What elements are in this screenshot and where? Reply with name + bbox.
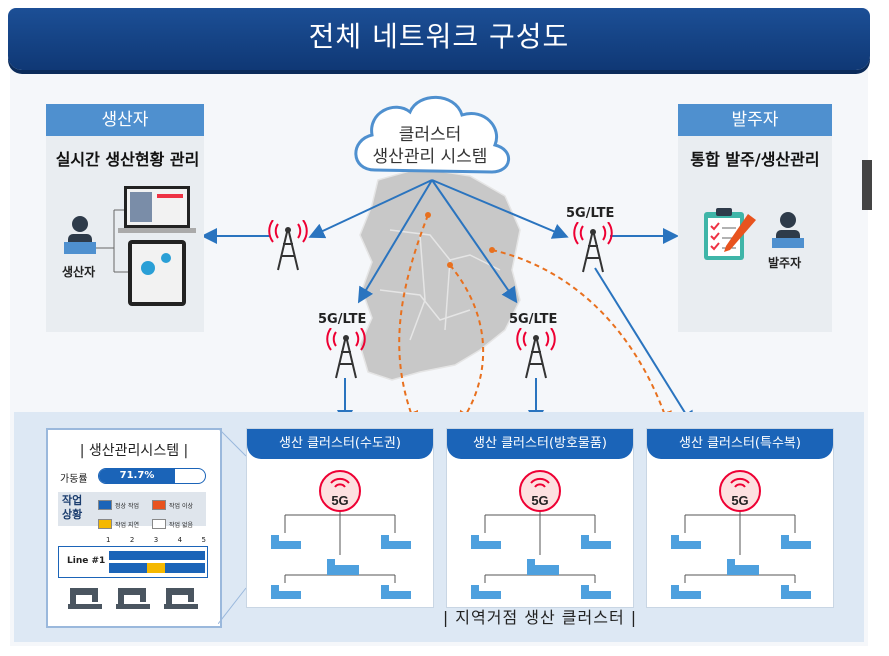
legend-swatch <box>152 519 166 529</box>
orderer-person-icon <box>772 212 804 248</box>
line-columns: 1 2 3 4 5 <box>106 536 206 544</box>
cloud-icon <box>354 95 510 174</box>
orderer-header: 발주자 <box>678 104 832 136</box>
korea-map <box>359 167 521 381</box>
rate-bar: 71.7% <box>98 468 206 484</box>
cluster-card: 생산 클러스터(수도권) 5G <box>246 428 434 608</box>
orderer-subtitle: 통합 발주/생산관리 <box>690 150 820 169</box>
cluster-header: 생산 클러스터(특수복) <box>647 429 833 459</box>
legend-item: 정상 작업 <box>98 498 152 512</box>
legend-item: 작업 없음 <box>152 517 206 531</box>
producer-devices-icon <box>64 186 196 306</box>
svg-text:5G: 5G <box>731 493 748 508</box>
antenna-label-mid-right: 5G/LTE <box>509 312 558 327</box>
system-title: | 생산관리시스템 | <box>79 443 189 459</box>
edge-marker <box>862 160 872 210</box>
antenna-icon <box>516 328 556 379</box>
svg-text:5G: 5G <box>331 493 348 508</box>
legend-label: 정상 작업 <box>115 502 139 510</box>
factory-network-icon: 5G <box>671 470 811 599</box>
cluster-card: 생산 클러스터(방호물품) 5G <box>446 428 634 608</box>
line-label: Line #1 <box>67 556 106 566</box>
line-table: Line #1 <box>58 546 208 578</box>
rate-bar-fill: 71.7% <box>99 469 175 483</box>
cluster-header: 생산 클러스터(수도권) <box>247 429 433 459</box>
legend-item: 작업 이상 <box>152 498 206 512</box>
connector-lines <box>218 428 247 624</box>
column-number: 2 <box>129 536 135 544</box>
antenna-label-mid-left: 5G/LTE <box>318 312 367 327</box>
cluster-card: 생산 클러스터(특수복) 5G <box>646 428 834 608</box>
page-title: 전체 네트워크 구성도 <box>8 8 870 70</box>
cloud-label-2: 생산관리 시스템 <box>372 147 488 167</box>
cloud-label-1: 클러스터 <box>398 125 462 145</box>
clipboard-icon <box>704 208 756 260</box>
rate-label: 가동률 <box>60 474 88 485</box>
legend-label: 작업 없음 <box>169 521 193 529</box>
svg-text:5G: 5G <box>531 493 548 508</box>
sewing-machine-icons <box>68 588 198 609</box>
column-number: 1 <box>106 536 111 544</box>
cluster-header: 생산 클러스터(방호물품) <box>447 429 633 459</box>
antenna-icon <box>573 222 613 273</box>
factory-network-icon: 5G <box>471 470 611 599</box>
legend-swatch <box>98 519 112 529</box>
line-delay-cell <box>147 563 165 573</box>
legend-label: 작업 지연 <box>115 521 139 529</box>
column-number: 5 <box>201 536 206 544</box>
legend-item: 작업 지연 <box>98 517 152 531</box>
orderer-person-label: 발주자 <box>768 256 802 270</box>
column-number: 3 <box>153 536 159 544</box>
producer-header: 생산자 <box>46 104 204 136</box>
producer-subtitle: 실시간 생산현황 관리 <box>55 150 200 169</box>
line-row-top <box>109 551 205 560</box>
factory-network-icon: 5G <box>271 470 411 599</box>
producer-person-label: 생산자 <box>62 265 96 279</box>
antenna-icon <box>326 328 366 379</box>
column-number: 4 <box>177 536 183 544</box>
legend-swatch <box>98 500 112 510</box>
legend-swatch <box>152 500 166 510</box>
legend-label: 작업 이상 <box>169 502 193 510</box>
rate-value: 71.7% <box>119 470 155 481</box>
cluster-caption: | 지역거점 생산 클러스터 | <box>442 608 638 627</box>
orderer-panel <box>678 104 832 332</box>
antenna-icon <box>268 220 308 271</box>
antenna-label-top-right: 5G/LTE <box>566 206 615 221</box>
